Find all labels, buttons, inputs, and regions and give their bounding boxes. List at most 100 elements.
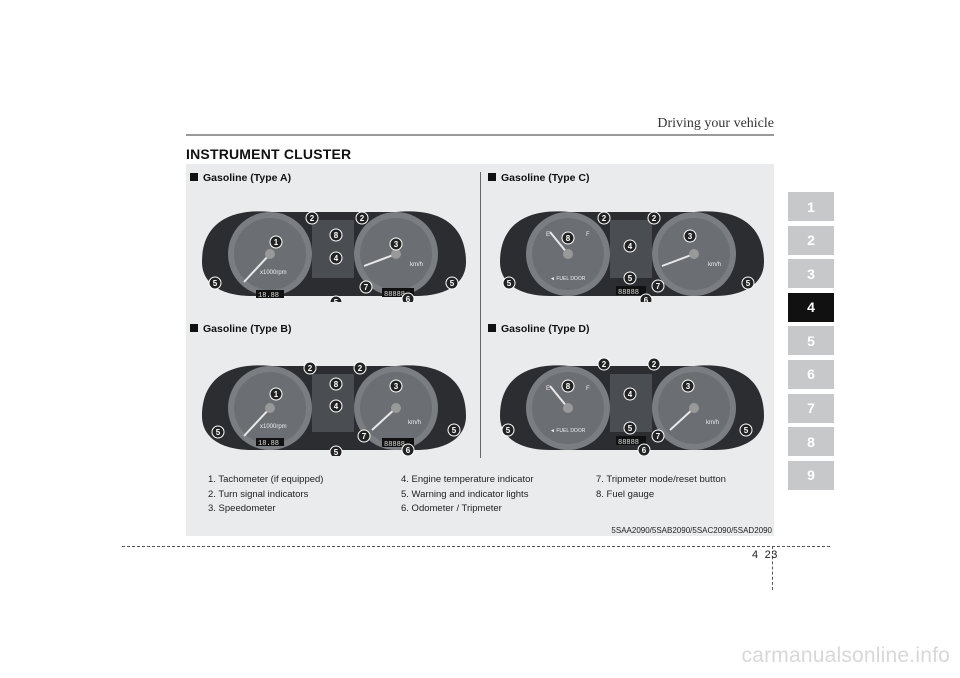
svg-text:E: E [546, 232, 550, 238]
svg-text:5: 5 [213, 279, 218, 288]
caption-type-d: Gasoline (Type D) [488, 323, 590, 335]
svg-text:1: 1 [274, 390, 279, 399]
svg-text:x1000rpm: x1000rpm [260, 270, 287, 276]
svg-text:F: F [586, 232, 590, 238]
page-number: 4 23 [752, 549, 778, 561]
svg-text:7: 7 [364, 283, 369, 292]
chapter-tab-6[interactable]: 6 [788, 359, 834, 389]
svg-text:2: 2 [360, 214, 365, 223]
legend-item: 5. Warning and indicator lights [401, 488, 529, 500]
running-header: Driving your vehicle [657, 116, 774, 131]
svg-text:F: F [586, 386, 590, 392]
legend-item: 7. Tripmeter mode/reset button [596, 474, 726, 485]
legend-item: 8. Fuel gauge [596, 488, 655, 500]
figure-code: 5SAA2090/5SAB2090/5SAC2090/5SAD2090 [611, 526, 772, 535]
svg-text:2: 2 [308, 364, 313, 373]
chapter-tab-7[interactable]: 7 [788, 393, 834, 423]
svg-text:2: 2 [602, 214, 607, 223]
svg-text:5: 5 [334, 448, 339, 456]
svg-text:5: 5 [744, 426, 749, 435]
svg-text:km/h: km/h [708, 262, 721, 268]
svg-text:8: 8 [566, 234, 571, 243]
svg-text:◄ FUEL DOOR: ◄ FUEL DOOR [550, 428, 586, 434]
svg-text:6: 6 [644, 296, 649, 302]
svg-text:6: 6 [642, 446, 647, 455]
svg-text:5: 5 [628, 274, 633, 283]
bullet-square-icon [488, 324, 496, 332]
bullet-square-icon [190, 324, 198, 332]
svg-text:4: 4 [334, 254, 339, 263]
caption-type-b: Gasoline (Type B) [190, 323, 292, 335]
svg-text:5: 5 [628, 424, 633, 433]
svg-text:E: E [546, 386, 550, 392]
svg-text:88888: 88888 [618, 289, 639, 297]
svg-text:8: 8 [334, 380, 339, 389]
svg-text:3: 3 [394, 382, 399, 391]
svg-text:7: 7 [362, 432, 367, 441]
svg-text:8: 8 [334, 231, 339, 240]
chapter-tab-4[interactable]: 4 [788, 292, 834, 322]
legend-column-2: 4. Engine temperature indicator 5. Warni… [401, 473, 534, 517]
svg-text:km/h: km/h [706, 420, 719, 426]
svg-text:2: 2 [602, 360, 607, 369]
svg-text:5: 5 [450, 279, 455, 288]
legend-item: 4. Engine temperature indicator [401, 474, 534, 485]
svg-text:5: 5 [216, 428, 221, 437]
chapter-tab-1[interactable]: 1 [788, 192, 834, 221]
svg-text:2: 2 [310, 214, 315, 223]
caption-type-a: Gasoline (Type A) [190, 172, 291, 184]
svg-text:2: 2 [652, 214, 657, 223]
svg-text:6: 6 [406, 446, 411, 455]
svg-text:3: 3 [688, 232, 693, 241]
svg-text:7: 7 [656, 282, 661, 291]
svg-text:88888: 88888 [618, 439, 639, 447]
svg-text:6: 6 [406, 295, 411, 302]
watermark: carmanualsonline.info [741, 644, 950, 667]
svg-text:1: 1 [274, 238, 279, 247]
header-rule [186, 134, 774, 136]
bullet-square-icon [190, 173, 198, 181]
legend-item: 6. Odometer / Tripmeter [401, 503, 502, 514]
footer-rule [122, 546, 830, 547]
footer-rule-vertical [772, 546, 773, 590]
svg-text:5: 5 [452, 426, 457, 435]
svg-text:3: 3 [394, 240, 399, 249]
svg-text:5: 5 [507, 279, 512, 288]
svg-text:◄ FUEL DOOR: ◄ FUEL DOOR [550, 276, 586, 282]
svg-text:18.88: 18.88 [258, 440, 279, 448]
svg-text:5: 5 [746, 279, 751, 288]
chapter-tab-3[interactable]: 3 [788, 259, 834, 289]
caption-type-c: Gasoline (Type C) [488, 172, 590, 184]
bullet-square-icon [488, 173, 496, 181]
legend-column-1: 1. Tachometer (if equipped) 2. Turn sign… [208, 473, 323, 517]
figure-divider [480, 172, 481, 458]
svg-text:88888: 88888 [384, 441, 405, 449]
chapter-tab-2[interactable]: 2 [788, 225, 834, 255]
chapter-tab-8[interactable]: 8 [788, 427, 834, 457]
svg-text:2: 2 [358, 364, 363, 373]
svg-text:3: 3 [686, 382, 691, 391]
svg-text:5: 5 [506, 426, 511, 435]
section-title: INSTRUMENT CLUSTER [186, 146, 352, 162]
svg-text:x1000rpm: x1000rpm [260, 424, 287, 430]
svg-text:4: 4 [628, 390, 633, 399]
svg-text:18.88: 18.88 [258, 292, 279, 300]
svg-text:km/h: km/h [410, 262, 423, 268]
svg-text:7: 7 [656, 432, 661, 441]
chapter-tabs: 1 2 3 4 5 6 7 8 9 [788, 192, 834, 494]
page-index: 23 [764, 549, 778, 561]
legend-column-3: 7. Tripmeter mode/reset button 8. Fuel g… [596, 473, 726, 502]
cluster-type-a: x1000rpm km/h 18.88 88888 1 3 2 2 8 4 5 5 5 7 6 [196, 192, 472, 302]
svg-text:5: 5 [334, 298, 339, 302]
svg-text:88888: 88888 [384, 291, 405, 299]
svg-text:4: 4 [334, 402, 339, 411]
svg-text:8: 8 [566, 382, 571, 391]
svg-text:2: 2 [652, 360, 657, 369]
legend-item: 2. Turn signal indicators [208, 488, 309, 500]
page-chapter: 4 [752, 549, 759, 561]
chapter-tab-5[interactable]: 5 [788, 326, 834, 356]
chapter-tab-9[interactable]: 9 [788, 460, 834, 490]
